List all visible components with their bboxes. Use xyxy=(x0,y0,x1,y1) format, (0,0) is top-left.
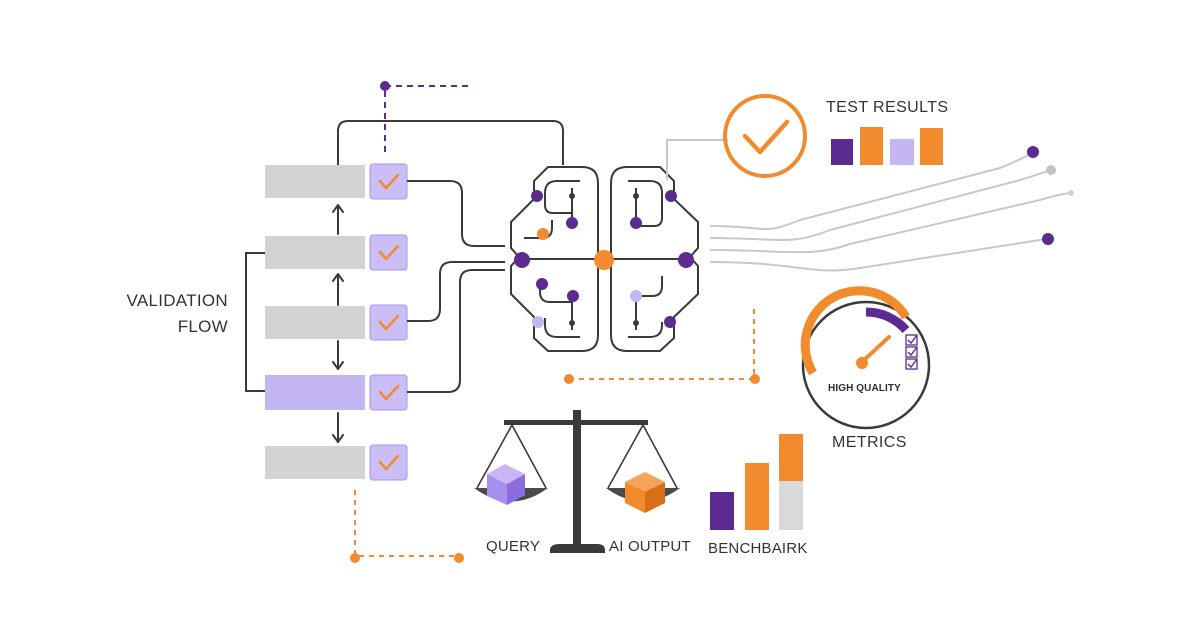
brain-circuit-icon xyxy=(510,166,760,384)
arrow-head xyxy=(332,361,344,370)
query-label: QUERY xyxy=(486,538,541,555)
flow-step-5 xyxy=(265,444,408,481)
step-bar xyxy=(265,446,365,479)
flow-step-4 xyxy=(265,374,408,411)
ai-output-label: AI OUTPUT xyxy=(609,538,691,555)
step-checkbox xyxy=(369,234,408,271)
step-checkbox xyxy=(369,304,408,341)
benchmark-bar-segment xyxy=(779,481,803,530)
step-bar-highlighted xyxy=(265,375,365,410)
gauge-icon xyxy=(800,286,931,430)
step-bar xyxy=(265,165,365,198)
validation-flow xyxy=(245,81,564,563)
flow-step-3 xyxy=(265,304,408,341)
benchmark-bar xyxy=(779,434,803,481)
high-quality-label: HIGH QUALITY xyxy=(828,383,901,394)
test-results-bars xyxy=(831,127,943,165)
arrow-head xyxy=(332,204,344,213)
gauge-needle xyxy=(860,335,891,364)
check-circle-icon xyxy=(723,94,807,178)
output-dot xyxy=(1027,146,1039,158)
test-result-bar xyxy=(831,139,853,165)
test-result-bar xyxy=(860,127,883,165)
benchmark-bar xyxy=(745,463,769,530)
output-dot xyxy=(1068,190,1074,196)
connector-dot xyxy=(350,553,360,563)
step-bar xyxy=(265,236,365,269)
output-dot xyxy=(1042,233,1054,245)
step-checkbox xyxy=(369,374,408,411)
arrow-head xyxy=(332,434,344,443)
dashed-connector xyxy=(354,490,455,557)
check-icon xyxy=(378,173,400,190)
flow-step-1 xyxy=(265,163,408,200)
test-results-label: TEST RESULTS xyxy=(826,99,949,116)
cube-icon xyxy=(487,464,525,505)
flow-loop-line xyxy=(337,120,564,165)
validation-flow-label-line1: VALIDATION xyxy=(126,291,228,310)
step-bar xyxy=(265,306,365,339)
arrow-head xyxy=(332,273,344,282)
check-icon xyxy=(378,244,400,261)
flow-step-2 xyxy=(265,234,408,271)
check-icon xyxy=(378,454,400,471)
check-icon xyxy=(378,314,400,331)
flow-arrows xyxy=(332,204,344,443)
flow-bracket xyxy=(245,252,265,392)
benchmark-label: BENCHBAIRK xyxy=(708,540,808,557)
check-icon xyxy=(378,384,400,401)
output-dot xyxy=(1046,165,1056,175)
connector-dot xyxy=(454,553,464,563)
validation-flow-label: VALIDATION FLOW xyxy=(108,288,228,340)
balance-scale-icon xyxy=(474,410,680,553)
gauge-hub xyxy=(856,357,868,369)
gauge-arc xyxy=(800,286,910,376)
step-checkbox xyxy=(369,444,408,481)
step-checkbox xyxy=(369,163,408,200)
test-result-bar xyxy=(890,139,914,165)
validation-flow-label-line2: FLOW xyxy=(177,317,228,336)
benchmark-bar xyxy=(710,492,734,530)
check-icon xyxy=(742,119,790,155)
test-results-badge xyxy=(723,94,807,178)
benchmark-bars xyxy=(710,434,803,530)
metrics-label: METRICS xyxy=(832,434,907,451)
cube-icon xyxy=(625,472,665,513)
checklist-icon xyxy=(905,334,918,370)
flow-to-brain-connectors xyxy=(407,180,505,393)
test-result-bar xyxy=(920,128,943,165)
gauge-arc-level xyxy=(865,307,910,334)
